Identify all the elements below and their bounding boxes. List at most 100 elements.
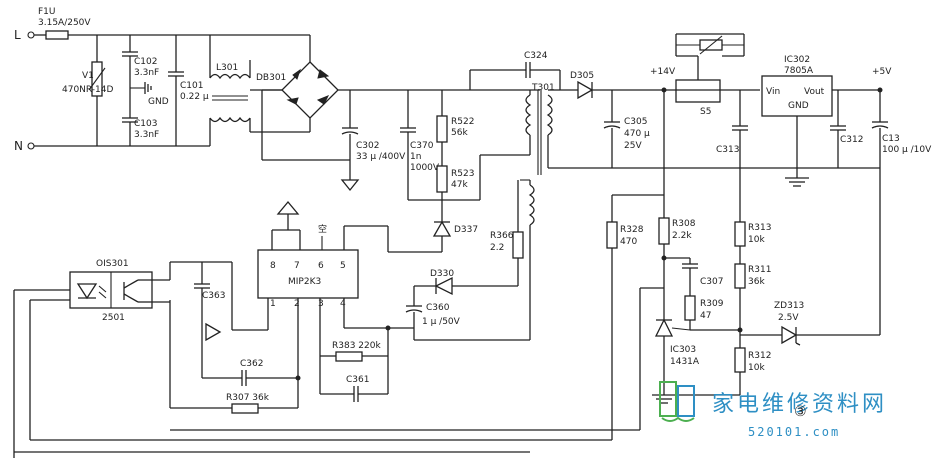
watermark: 家电维修资料网 ③ 520101.com [659, 381, 887, 439]
label-gnd-2: GND [788, 101, 809, 111]
label-R522-value: 56k [451, 128, 468, 138]
label-pin6-symbol: 空 [318, 223, 327, 235]
label-F1U-value: 3.15A/250V [38, 18, 91, 28]
label-R309: R309 [700, 299, 724, 309]
label-C305-v2: 25V [624, 141, 642, 151]
choke-L301 [209, 73, 251, 80]
label-C362: C362 [240, 359, 263, 369]
label-R383: R383 220k [332, 341, 381, 351]
resistor-R307 [231, 403, 259, 414]
book-logo-icon [659, 381, 677, 417]
feedback-network [29, 168, 880, 441]
watermark-title: 家电维修资料网 [712, 392, 887, 417]
ic-MIP2K3 [257, 249, 359, 299]
label-F1U: F1U [38, 7, 56, 17]
label-C13-value: 100 μ /10V [882, 145, 932, 155]
resistor-R383 [335, 351, 363, 362]
label-L301: L301 [216, 63, 238, 73]
label-R312: R312 [748, 351, 771, 361]
switch-S5 [675, 79, 721, 103]
resistor-R313 [734, 221, 746, 247]
bridge-DB301 [245, 34, 540, 161]
label-pin1: 1 [270, 299, 276, 309]
label-R309-value: 47 [700, 311, 711, 321]
diode-D330 [434, 276, 453, 296]
label-S5: S5 [700, 107, 711, 117]
label-IC302: IC302 [784, 55, 810, 65]
label-C360: C360 [426, 303, 450, 313]
label-C302: C302 [356, 141, 379, 151]
label-pin7: 7 [294, 261, 300, 271]
label-C360-value: 1 μ /50V [422, 317, 461, 327]
diode-D305 [577, 80, 594, 100]
label-vout: Vout [804, 87, 825, 97]
label-C103: C103 [134, 119, 157, 129]
label-T301: T301 [531, 83, 555, 93]
resistor-R522 [436, 115, 448, 143]
label-C313: C313 [716, 145, 739, 155]
label-pin6: 6 [318, 261, 324, 271]
resistor-R328 [606, 221, 618, 249]
label-R366-value: 2.2 [490, 243, 504, 253]
label-R328-value: 470 [620, 237, 637, 247]
label-C102: C102 [134, 57, 157, 67]
label-DB301: DB301 [256, 73, 286, 83]
label-R328: R328 [620, 225, 644, 235]
label-OIS301: OIS301 [96, 259, 129, 269]
label-L: L [14, 28, 21, 42]
ground-arrow-2 [205, 322, 222, 342]
label-pin5: 5 [340, 261, 346, 271]
capacitor-C302 [340, 90, 360, 192]
label-pin2: 2 [294, 299, 300, 309]
watermark-url: 520101.com [748, 425, 840, 439]
label-pin3: 3 [318, 299, 324, 309]
terminal-L [27, 31, 35, 39]
label-N: N [14, 139, 23, 153]
label-ZD313-value: 2.5V [778, 313, 799, 323]
power-arrow [276, 200, 300, 215]
label-C302-value: 33 μ /400V [356, 152, 406, 162]
label-R311: R311 [748, 265, 771, 275]
diode-D337 [432, 220, 452, 237]
label-ZD313: ZD313 [774, 301, 804, 311]
label-C363: C363 [202, 291, 225, 301]
shunt-IC303 [654, 318, 674, 337]
secondary-section [560, 33, 889, 335]
label-R313-value: 10k [748, 235, 765, 245]
label-OIS301-value: 2501 [102, 313, 125, 323]
label-gnd: GND [148, 97, 169, 107]
label-C101: C101 [180, 81, 203, 91]
resistor-R309 [684, 295, 696, 321]
input-section [27, 30, 251, 150]
label-C305: C305 [624, 117, 647, 127]
label-V1: V1 [82, 71, 94, 81]
label-C305-v1: 470 μ [624, 129, 650, 139]
label-V1-value: 470NR-14D [62, 85, 113, 95]
label-R366: R366 [490, 231, 514, 241]
label-C312: C312 [840, 135, 863, 145]
label-C324: C324 [524, 51, 548, 61]
label-MIP2K3: MIP2K3 [288, 277, 321, 287]
label-D305: D305 [570, 71, 594, 81]
label-IC302-value: 7805A [784, 66, 814, 76]
label-R312-value: 10k [748, 363, 765, 373]
label-R308: R308 [672, 219, 696, 229]
label-pin4: 4 [340, 299, 346, 309]
label-IC303: IC303 [670, 345, 696, 355]
resistor-R311 [734, 263, 746, 289]
label-C370-v2: 1000V [410, 163, 440, 173]
label-R522: R522 [451, 117, 474, 127]
fuse-F1U [45, 30, 69, 40]
ground-arrow [340, 179, 360, 192]
primary-control [140, 180, 530, 414]
label-C370: C370 [410, 141, 434, 151]
snubber-network [400, 90, 452, 252]
label-C13: C13 [882, 134, 900, 144]
label-C361: C361 [346, 375, 369, 385]
label-C370-v1: 1n [410, 152, 421, 162]
labels: L N F1U 3.15A/250V V1 470NR-14D C102 3.3… [14, 7, 932, 403]
transformer-T301 [442, 62, 880, 340]
zener-ZD313 [781, 325, 798, 345]
label-R523-value: 47k [451, 180, 468, 190]
